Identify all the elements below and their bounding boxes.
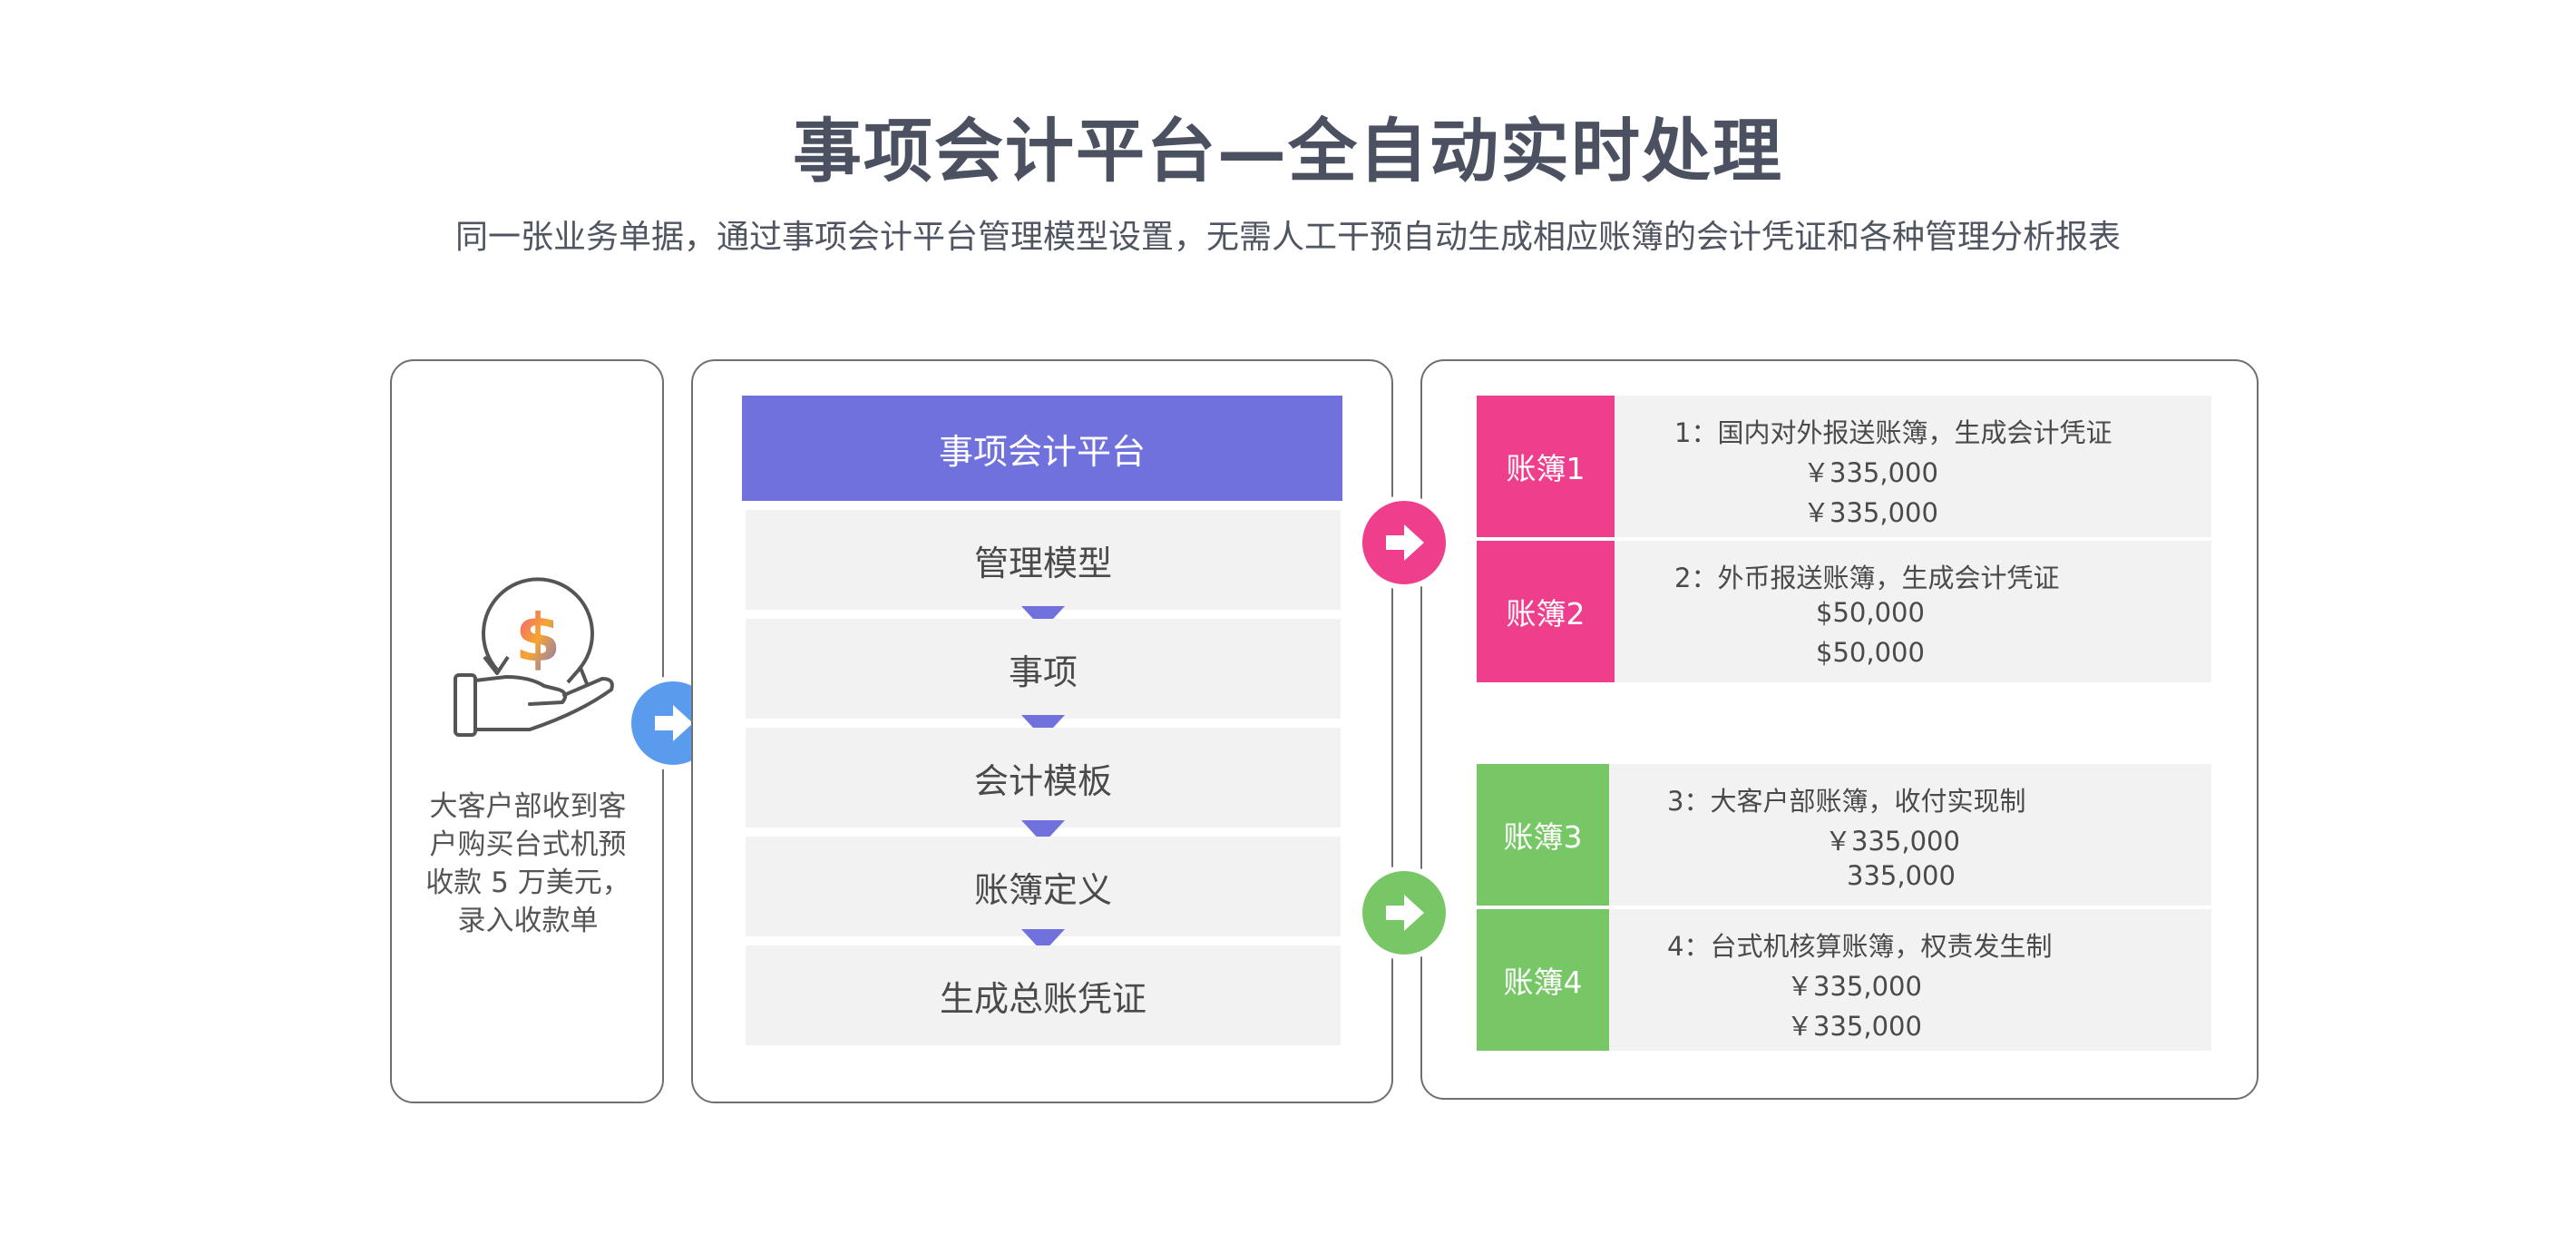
platform-step-management-model: 管理模型 — [746, 510, 1341, 610]
source-description: 大客户部收到客 户购买台式机预 收款 5 万美元， 录入收款单 — [392, 788, 664, 940]
arrow-right-icon — [655, 705, 693, 741]
ledger-value: ￥335,000 — [1803, 497, 1938, 528]
svg-text:$: $ — [515, 600, 561, 676]
ledger-description: 3：大客户部账簿，收付实现制 — [1667, 786, 2026, 817]
page-title: 事项会计平台—全自动实时处理 — [793, 111, 1783, 191]
platform-header: 事项会计平台 — [742, 396, 1342, 501]
platform-step-generate-voucher: 生成总账凭证 — [746, 945, 1341, 1045]
source-line: 户购买台式机预 — [429, 828, 627, 861]
ledger-tag: 账簿2 — [1477, 541, 1615, 682]
flow-arrow-green — [1357, 866, 1451, 960]
source-line: 收款 5 万美元， — [425, 867, 630, 899]
platform-step-ledger-definition: 账簿定义 — [746, 837, 1341, 936]
ledger-value: $50,000 — [1816, 637, 1925, 668]
ledger-tag: 账簿3 — [1477, 764, 1609, 906]
platform-step-accounting-template: 会计模板 — [746, 728, 1341, 828]
arrow-right-icon — [1386, 524, 1424, 561]
ledger-value: $50,000 — [1816, 597, 1925, 628]
source-line: 录入收款单 — [457, 905, 599, 937]
flow-arrow-pink — [1357, 495, 1451, 590]
ledger-value: ￥335,000 — [1787, 971, 1922, 1002]
ledger-description: 1：国内对外报送账簿，生成会计凭证 — [1674, 417, 2113, 448]
platform-step-event: 事项 — [746, 619, 1341, 719]
ledger-description: 2：外币报送账簿，生成会计凭证 — [1674, 563, 2060, 593]
ledger-description: 4：台式机核算账簿，权责发生制 — [1667, 931, 2053, 962]
ledger-tag: 账簿1 — [1477, 396, 1615, 537]
ledger-value: ￥335,000 — [1825, 826, 1960, 857]
ledger-value: ￥335,000 — [1803, 457, 1938, 488]
page-subtitle: 同一张业务单据，通过事项会计平台管理模型设置，无需人工干预自动生成相应账簿的会计… — [454, 219, 2121, 256]
arrow-right-icon — [1386, 895, 1424, 931]
source-line: 大客户部收到客 — [429, 790, 627, 823]
ledger-value: 335,000 — [1847, 860, 1956, 891]
hand-dollar-icon: $ — [454, 577, 614, 737]
ledger-tag: 账簿4 — [1477, 909, 1609, 1051]
ledger-value: ￥335,000 — [1787, 1011, 1922, 1042]
